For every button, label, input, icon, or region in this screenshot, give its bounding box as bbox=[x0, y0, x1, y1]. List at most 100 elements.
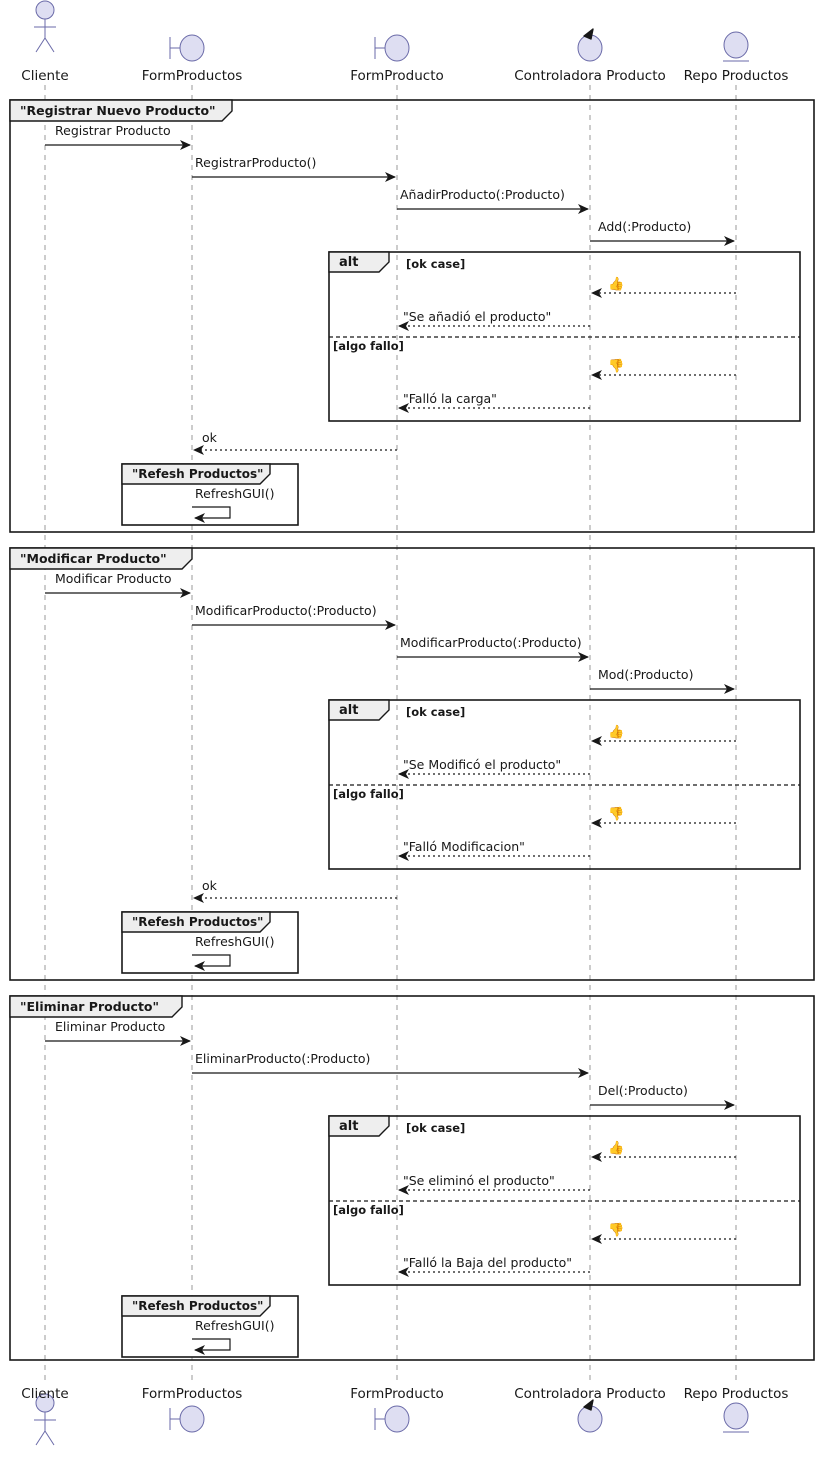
message-label-m13: Del(:Producto) bbox=[598, 1083, 688, 1098]
self-message-arrow-s2 bbox=[192, 954, 231, 971]
message-label-m5: ok bbox=[202, 430, 218, 445]
participant-cliente[interactable]: Cliente bbox=[21, 0, 69, 84]
participant-label-cliente: Cliente bbox=[21, 68, 68, 84]
fragment-header-label-alt-registrar: alt bbox=[339, 255, 358, 270]
entity-circle bbox=[723, 31, 749, 59]
message-label-m9: Mod(:Producto) bbox=[598, 667, 693, 682]
participant-label-controladora: Controladora Producto bbox=[514, 68, 666, 84]
fragment-header-shape-alt-modificar bbox=[328, 699, 390, 721]
message-label-c2: "Se eliminó el producto" bbox=[403, 1173, 555, 1188]
message-label-thumbs-up-icon: 👍 bbox=[608, 1140, 624, 1156]
self-message-arrow-s3 bbox=[192, 1338, 231, 1355]
message-label-a2: "Se añadió el producto" bbox=[403, 309, 551, 324]
fragment-header-label-frag-modificar: "Modificar Producto" bbox=[20, 551, 167, 566]
participant-controladora[interactable]: Controladora Producto bbox=[514, 28, 666, 84]
alt-guard-alt-modificar-0: [ok case] bbox=[406, 705, 465, 719]
participant-footer-label-cliente: Cliente bbox=[21, 1386, 68, 1402]
participant-formproducto[interactable]: FormProducto bbox=[350, 34, 444, 84]
participant-repo[interactable]: Repo Productos bbox=[684, 31, 789, 84]
fragment-frag-eliminar[interactable]: "Eliminar Producto" Eliminar ProductoElim… bbox=[9, 995, 815, 1361]
actor-leg-left bbox=[35, 37, 46, 53]
message-label-thumbs-down-icon: 👎 bbox=[608, 806, 624, 822]
alt-fragment-alt-eliminar[interactable]: alt[ok case]👍"Se eliminó el producto"[al… bbox=[328, 1115, 801, 1286]
message-label-m12: EliminarProducto(:Producto) bbox=[195, 1051, 370, 1066]
self-message-label-s1: RefreshGUI() bbox=[195, 486, 274, 501]
fragment-header-shape-frag-refresh-2 bbox=[121, 911, 271, 933]
participant-footer-repo[interactable]: Repo Productos bbox=[684, 1386, 789, 1433]
boundary-circle bbox=[179, 1405, 205, 1433]
inner-fragment-frag-refresh-1[interactable]: "Refesh Productos" RefreshGUI() bbox=[121, 463, 299, 526]
fragment-header-label-frag-refresh-2: "Refesh Productos" bbox=[132, 915, 263, 929]
participant-footer-label-controladora: Controladora Producto bbox=[514, 1386, 666, 1402]
participant-label-formproducto: FormProducto bbox=[350, 68, 444, 84]
fragment-header-label-frag-registrar: "Registrar Nuevo Producto" bbox=[20, 103, 216, 118]
fragment-border-frag-modificar bbox=[9, 547, 815, 981]
alt-guard-alt-registrar-1: [algo fallo] bbox=[333, 339, 404, 353]
message-label-m1: Registrar Producto bbox=[55, 123, 171, 138]
fragment-border-frag-registrar bbox=[9, 99, 815, 533]
fragment-border-frag-eliminar bbox=[9, 995, 815, 1361]
message-label-a4: "Falló la carga" bbox=[403, 391, 497, 406]
actor-leg-right bbox=[44, 37, 55, 53]
participant-footer-cliente[interactable]: Cliente bbox=[21, 1386, 69, 1446]
alt-fragment-alt-modificar[interactable]: alt [ok case] 👍 "Se Modificó el producto" [a… bbox=[328, 699, 801, 870]
actor-leg-left bbox=[35, 1430, 46, 1446]
boundary-circle bbox=[179, 34, 205, 62]
participant-formproductos[interactable]: FormProductos bbox=[142, 34, 243, 84]
participant-label-repo: Repo Productos bbox=[684, 68, 789, 84]
control-arrow bbox=[583, 1399, 594, 1411]
message-label-m10: ok bbox=[202, 878, 218, 893]
fragment-header-label-frag-refresh-3: "Refesh Productos" bbox=[132, 1299, 263, 1313]
entity-circle bbox=[723, 1402, 749, 1430]
fragment-header-shape-frag-refresh-3 bbox=[121, 1295, 271, 1317]
fragment-frag-modificar[interactable]: "Modificar Producto" Modificar ProductoMo… bbox=[9, 547, 815, 981]
message-label-m7: ModificarProducto(:Producto) bbox=[195, 603, 377, 618]
participant-footer-controladora[interactable]: Controladora Producto bbox=[514, 1386, 666, 1433]
message-label-thumbs-up-icon: 👍 bbox=[608, 724, 624, 740]
alt-fragment-alt-registrar[interactable]: alt [ok case] 👍 "Se añadió el producto" [alg… bbox=[328, 251, 801, 422]
fragment-header-shape-frag-refresh-1 bbox=[121, 463, 271, 485]
fragment-frag-registrar[interactable]: "Registrar Nuevo Producto" Registrar Prod… bbox=[9, 99, 815, 533]
message-label-thumbs-up-icon: 👍 bbox=[608, 276, 624, 292]
participant-footer-label-repo: Repo Productos bbox=[684, 1386, 789, 1402]
participant-footer-formproductos[interactable]: FormProductos bbox=[142, 1386, 243, 1433]
message-label-thumbs-down-icon: 👎 bbox=[608, 1222, 624, 1238]
fragment-header-label-frag-eliminar: "Eliminar Producto" bbox=[20, 999, 159, 1014]
fragment-header-shape-frag-modificar bbox=[9, 547, 193, 570]
lifelines-group bbox=[44, 85, 737, 1380]
inner-fragment-frag-refresh-2[interactable]: "Refesh Productos" RefreshGUI() bbox=[121, 911, 299, 974]
actor-head bbox=[35, 0, 55, 20]
fragment-header-shape-alt-eliminar bbox=[328, 1115, 390, 1137]
message-label-m6: Modificar Producto bbox=[55, 571, 171, 586]
message-label-m2: RegistrarProducto() bbox=[195, 155, 316, 170]
message-label-c4: "Falló la Baja del producto" bbox=[403, 1255, 572, 1270]
fragment-header-label-frag-refresh-1: "Refesh Productos" bbox=[132, 467, 263, 481]
alt-guard-alt-modificar-1: [algo fallo] bbox=[333, 787, 404, 801]
message-label-b2: "Se Modificó el producto" bbox=[403, 757, 561, 772]
self-message-arrow-s1 bbox=[192, 506, 231, 523]
inner-fragment-frag-refresh-3[interactable]: "Refesh Productos" RefreshGUI() bbox=[121, 1295, 299, 1358]
alt-guard-alt-registrar-0: [ok case] bbox=[406, 257, 465, 271]
boundary-circle bbox=[384, 34, 410, 62]
fragment-header-shape-frag-eliminar bbox=[9, 995, 183, 1018]
self-message-label-s3: RefreshGUI() bbox=[195, 1318, 274, 1333]
boundary-circle bbox=[384, 1405, 410, 1433]
actor-leg-right bbox=[44, 1430, 55, 1446]
alt-guard-alt-eliminar-0: [ok case] bbox=[406, 1121, 465, 1135]
fragment-header-label-alt-modificar: alt bbox=[339, 703, 358, 718]
participant-footer-formproducto[interactable]: FormProducto bbox=[350, 1386, 444, 1433]
self-message-label-s2: RefreshGUI() bbox=[195, 934, 274, 949]
participant-footer-label-formproductos: FormProductos bbox=[142, 1386, 243, 1402]
fragment-header-shape-frag-registrar bbox=[9, 99, 233, 122]
message-label-m3: AñadirProducto(:Producto) bbox=[400, 187, 565, 202]
message-label-thumbs-down-icon: 👎 bbox=[608, 358, 624, 374]
alt-guard-alt-eliminar-1: [algo fallo] bbox=[333, 1203, 404, 1217]
message-label-m4: Add(:Producto) bbox=[598, 219, 691, 234]
fragment-header-shape-alt-registrar bbox=[328, 251, 390, 273]
participant-footer-label-formproducto: FormProducto bbox=[350, 1386, 444, 1402]
message-label-b4: "Falló Modificacion" bbox=[403, 839, 525, 854]
message-label-m11: Eliminar Producto bbox=[55, 1019, 165, 1034]
participant-label-formproductos: FormProductos bbox=[142, 68, 243, 84]
